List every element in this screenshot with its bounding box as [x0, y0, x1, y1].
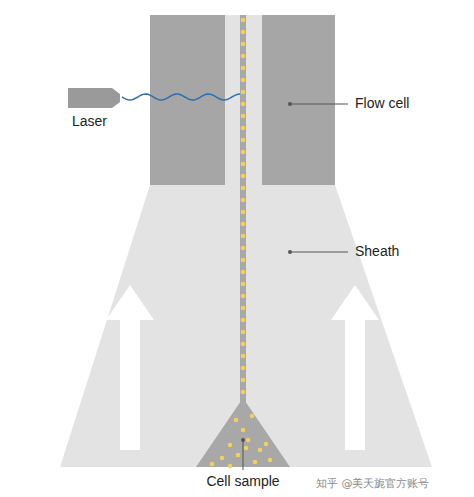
laser-label: Laser — [72, 114, 107, 129]
cell-dot — [246, 438, 251, 443]
cell-dot — [241, 294, 246, 299]
leader-line — [290, 252, 348, 253]
cell-dot — [241, 342, 246, 347]
cell-dot — [234, 418, 239, 423]
cell-dot — [241, 102, 246, 107]
cell-dot — [244, 446, 249, 451]
cell-dot — [241, 186, 246, 191]
cell-dot — [268, 458, 273, 463]
cell-dot — [253, 460, 258, 465]
flow-arrow — [331, 285, 379, 450]
cell-dot — [241, 246, 246, 251]
cell-dot — [241, 66, 246, 71]
cell-dot — [241, 90, 246, 95]
sample-stream — [240, 15, 246, 405]
cell-dot — [241, 114, 246, 119]
cell-dot — [241, 138, 246, 143]
cell-dot — [241, 42, 246, 47]
cell-dot — [241, 306, 246, 311]
cell-dot — [241, 390, 246, 395]
cell-dot — [241, 282, 246, 287]
cell-dot — [241, 234, 246, 239]
cell-dot — [241, 54, 246, 59]
leader-line — [290, 104, 348, 105]
leader-line — [243, 440, 244, 470]
cell-dot — [258, 448, 263, 453]
cell-dot — [241, 162, 246, 167]
cell-dot — [241, 30, 246, 35]
cell-dot — [241, 354, 246, 359]
watermark: 知乎 @美天旎官方账号 — [316, 478, 430, 490]
cell-dot — [241, 330, 246, 335]
cell-dot — [250, 414, 255, 419]
part-label: Cell sample — [206, 474, 279, 489]
flow-arrow — [106, 285, 154, 450]
part-label: Flow cell — [355, 96, 409, 111]
cell-dot — [236, 453, 241, 458]
cell-dot — [241, 222, 246, 227]
cell-dot — [241, 318, 246, 323]
cell-dot — [220, 456, 225, 461]
cell-dot — [241, 366, 246, 371]
cell-dot — [241, 78, 246, 83]
part-label: Sheath — [355, 244, 399, 259]
cell-dot — [228, 464, 233, 469]
cell-dot — [241, 210, 246, 215]
cell-dot — [241, 150, 246, 155]
cell-dot — [241, 174, 246, 179]
cell-dot — [241, 428, 246, 433]
cell-dot — [241, 198, 246, 203]
cell-dot — [241, 18, 246, 23]
cells — [210, 18, 273, 469]
cell-dot — [241, 270, 246, 275]
cell-dot — [241, 378, 246, 383]
cell-dot — [210, 462, 215, 467]
cell-dot — [264, 442, 269, 447]
cell-dot — [228, 443, 233, 448]
cell-dot — [241, 126, 246, 131]
cell-dot — [241, 258, 246, 263]
laser-source — [68, 88, 120, 108]
flow-cell-wall — [262, 15, 335, 185]
laser-beam — [122, 94, 240, 100]
